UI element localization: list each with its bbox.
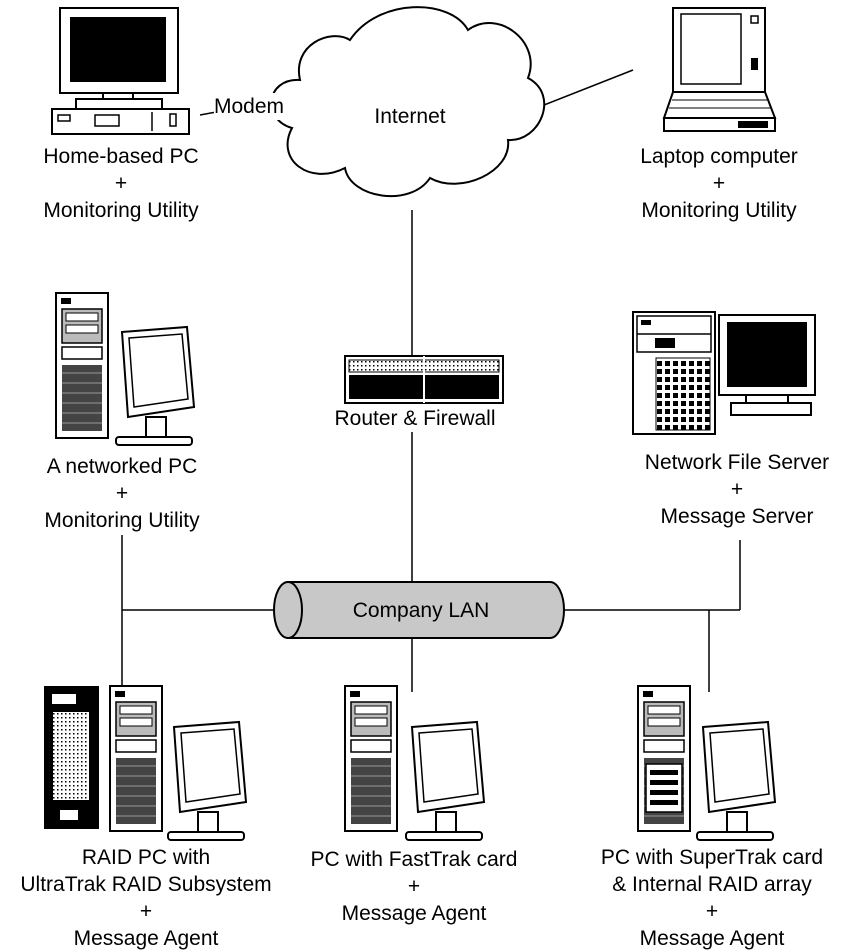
label-line: PC with SuperTrak card xyxy=(600,846,824,869)
label-line: + xyxy=(712,172,726,195)
label-line: + xyxy=(705,900,719,923)
home-pc-label: Home-based PC + Monitoring Utility xyxy=(43,143,198,224)
fasttrak-pc-label: PC with FastTrak card + Message Agent xyxy=(311,846,518,927)
raid-pc-icon xyxy=(44,685,247,841)
company-lan-label: Company LAN xyxy=(352,597,490,624)
internet-label: Internet xyxy=(374,105,446,128)
label-line: + xyxy=(730,478,744,501)
supertrak-pc-icon xyxy=(637,685,776,841)
label-line: UltraTrak RAID Subsystem xyxy=(20,873,272,896)
modem-label: Modem xyxy=(213,93,285,120)
networked-pc-icon xyxy=(55,292,195,446)
label-line: + xyxy=(114,172,128,195)
label-line: Monitoring Utility xyxy=(641,199,797,222)
supertrak-pc-label: PC with SuperTrak card & Internal RAID a… xyxy=(601,844,823,952)
label-line: + xyxy=(115,482,129,505)
laptop-icon xyxy=(662,7,777,132)
label-line: + xyxy=(407,875,421,898)
label-line: & Internal RAID array xyxy=(612,873,812,896)
label-line: Network File Server xyxy=(644,451,830,474)
label-line: Message Agent xyxy=(73,927,219,950)
label-line: Monitoring Utility xyxy=(43,199,199,222)
networked-pc-label: A networked PC + Monitoring Utility xyxy=(44,453,199,534)
router-label: Router & Firewall xyxy=(334,405,496,432)
label-line: A networked PC xyxy=(46,455,198,478)
label-line: Message Server xyxy=(660,505,814,528)
fasttrak-pc-icon xyxy=(344,685,485,841)
label-line: PC with FastTrak card xyxy=(310,848,518,871)
label-line: + xyxy=(139,900,153,923)
label-line: Monitoring Utility xyxy=(44,509,200,532)
label-line: Message Agent xyxy=(639,927,785,950)
raid-pc-label: RAID PC with UltraTrak RAID Subsystem + … xyxy=(20,844,271,952)
label-line: Message Agent xyxy=(341,902,487,925)
file-server-icon xyxy=(632,311,816,435)
label-line: Home-based PC xyxy=(43,145,199,168)
home-pc-icon xyxy=(51,7,190,135)
label-line: Laptop computer xyxy=(640,145,798,168)
file-server-label: Network File Server + Message Server xyxy=(645,449,829,530)
laptop-label: Laptop computer + Monitoring Utility xyxy=(640,143,798,224)
router-icon xyxy=(344,355,504,404)
label-line: RAID PC with xyxy=(81,846,211,869)
internet-cloud-icon xyxy=(270,6,546,198)
